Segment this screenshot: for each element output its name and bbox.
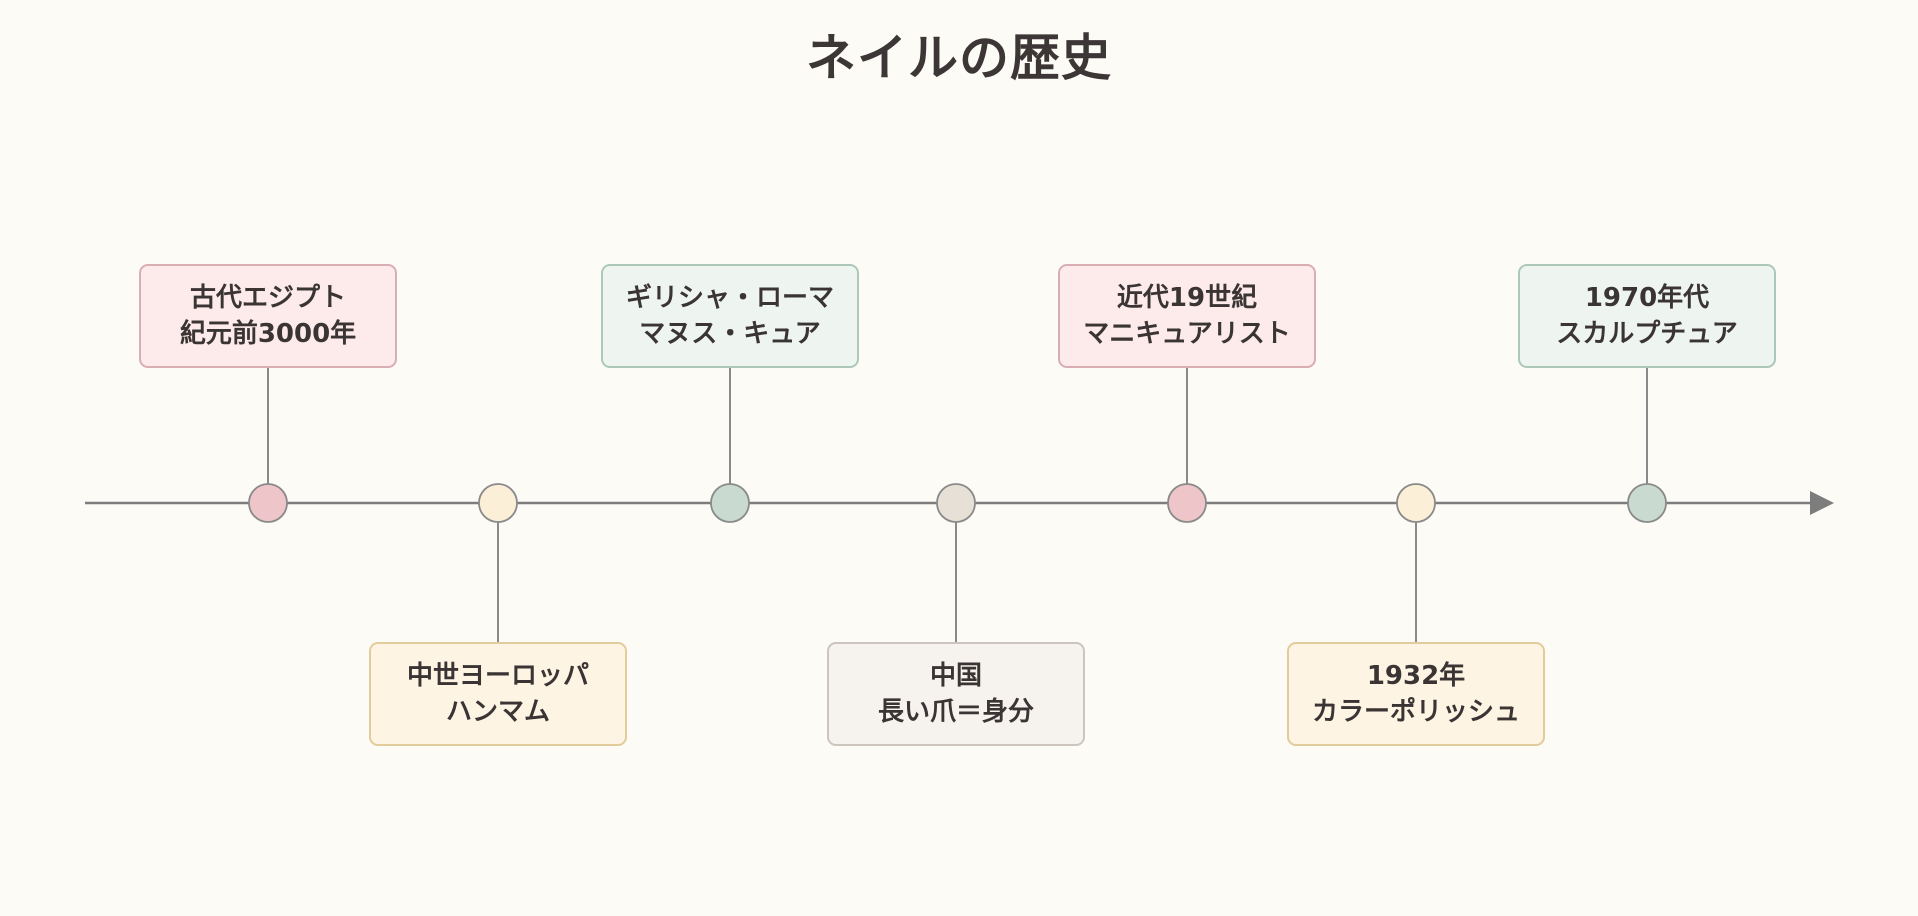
- event-box-medieval-europe: 中世ヨーロッパハンマム: [369, 642, 627, 746]
- timeline-dot-china: [936, 483, 976, 523]
- timeline-dots: [248, 483, 1667, 523]
- event-line2-china: 長い爪＝身分: [877, 697, 1034, 727]
- event-box-modern-19c: 近代19世紀マニキュアリスト: [1058, 264, 1316, 368]
- timeline-dot-era-1970s: [1627, 483, 1667, 523]
- event-box-china: 中国長い爪＝身分: [827, 642, 1085, 746]
- event-box-greece-rome: ギリシャ・ローママヌス・キュア: [601, 264, 859, 368]
- timeline-dot-modern-19c: [1167, 483, 1207, 523]
- page-title: ネイルの歴史: [806, 29, 1112, 87]
- timeline-dot-ancient-egypt: [248, 483, 288, 523]
- connector-lines: [267, 368, 1648, 642]
- event-line1-modern-19c: 近代19世紀: [1116, 283, 1258, 313]
- event-line1-greece-rome: ギリシャ・ローマ: [625, 283, 834, 313]
- event-line1-year-1932: 1932年: [1366, 661, 1466, 691]
- event-line2-modern-19c: マニキュアリスト: [1083, 319, 1291, 349]
- event-line2-greece-rome: マヌス・キュア: [639, 319, 821, 349]
- event-line1-medieval-europe: 中世ヨーロッパ: [406, 661, 589, 691]
- event-box-ancient-egypt: 古代エジプト紀元前3000年: [139, 264, 397, 368]
- timeline-dot-year-1932: [1396, 483, 1436, 523]
- event-line1-era-1970s: 1970年代: [1584, 283, 1710, 313]
- event-line2-year-1932: カラーポリッシュ: [1311, 697, 1520, 727]
- event-line2-ancient-egypt: 紀元前3000年: [179, 319, 357, 349]
- event-line2-medieval-europe: ハンマム: [445, 697, 550, 727]
- timeline-dot-greece-rome: [710, 483, 750, 523]
- event-line1-ancient-egypt: 古代エジプト: [189, 283, 346, 313]
- timeline-dot-medieval-europe: [478, 483, 518, 523]
- timeline-arrowhead: [1810, 491, 1834, 515]
- event-box-era-1970s: 1970年代スカルプチュア: [1518, 264, 1776, 368]
- event-line1-china: 中国: [929, 661, 982, 691]
- event-box-year-1932: 1932年カラーポリッシュ: [1287, 642, 1545, 746]
- event-line2-era-1970s: スカルプチュア: [1556, 319, 1738, 349]
